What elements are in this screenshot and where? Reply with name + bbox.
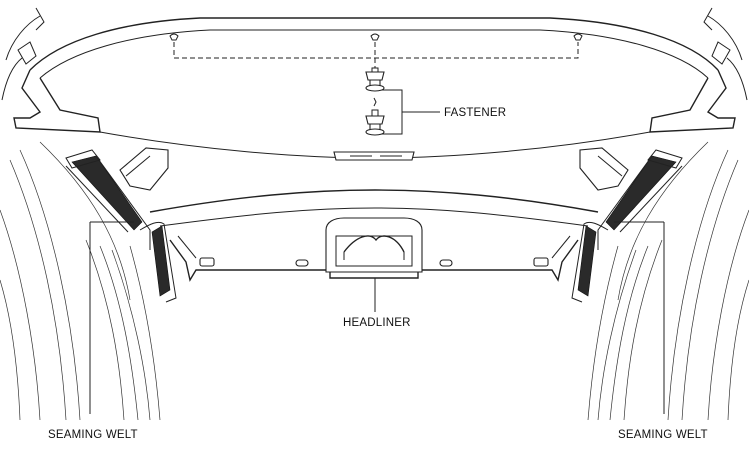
fastener-leader [382, 89, 440, 135]
fastener-label: FASTENER [444, 107, 506, 119]
right-pillar [571, 141, 749, 421]
dome-lamp [333, 151, 415, 161]
left-pillar [0, 141, 177, 421]
fastener-upper [365, 67, 385, 92]
seaming-welt-left-leader [89, 221, 134, 414]
fastener-lower [365, 97, 385, 136]
seaming-welt-right-label: SEAMING WELT [618, 429, 708, 441]
clip-locations [169, 33, 583, 68]
seaming-welt-left-label: SEAMING WELT [48, 429, 138, 441]
headliner-label: HEADLINER [343, 317, 411, 329]
headliner-rear [149, 189, 599, 282]
seaming-welt-right-leader [614, 221, 665, 414]
